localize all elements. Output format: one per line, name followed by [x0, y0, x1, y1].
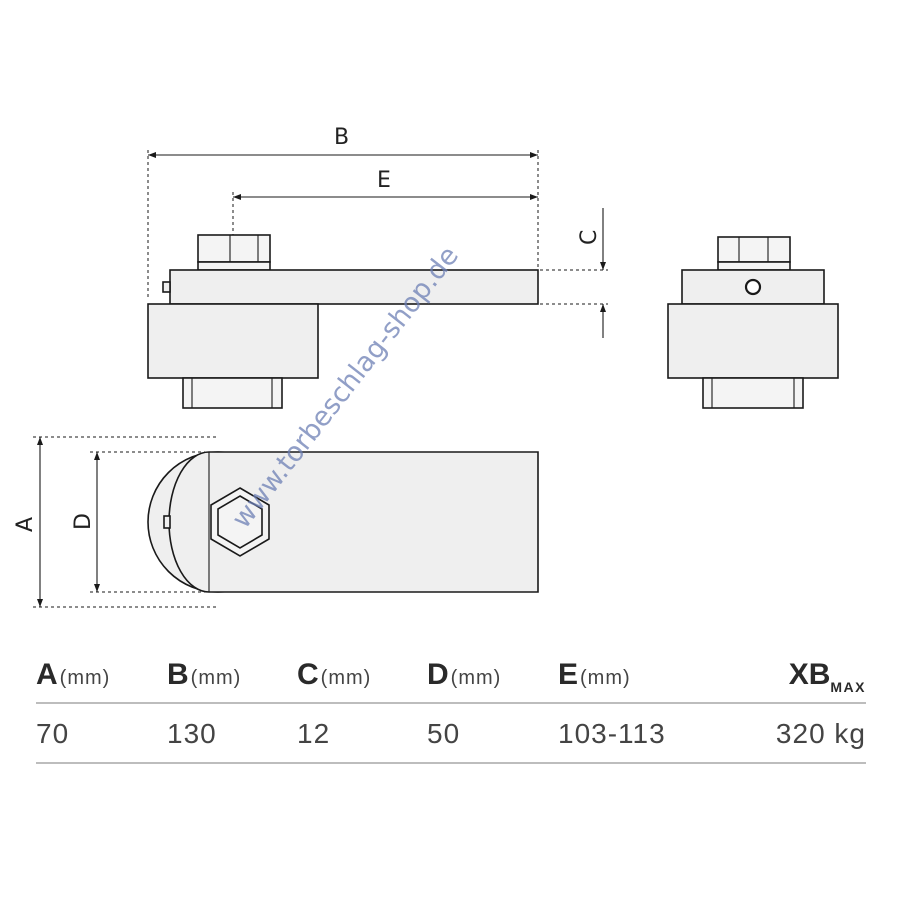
dim-label-c: C [577, 230, 602, 245]
top-view [147, 451, 539, 593]
side-nut [197, 234, 271, 263]
dimension-d: D [71, 451, 205, 593]
spec-header-row: A(mm) B(mm) C(mm) D(mm) E(mm) XBMAX [36, 650, 866, 704]
front-view [667, 236, 839, 409]
front-lower-hub [702, 377, 804, 409]
side-view [147, 234, 539, 409]
technical-drawing: B E C [13, 125, 839, 608]
front-nut [717, 236, 791, 263]
spec-header-e: E(mm) [558, 658, 631, 691]
dimension-b: B [147, 125, 539, 300]
side-roller-body [147, 303, 319, 379]
dim-label-e: E [377, 168, 391, 193]
spec-header-c: C(mm) [297, 658, 372, 691]
dim-label-a: A [13, 517, 38, 532]
spec-value-b: 130 [167, 718, 217, 749]
side-washer [197, 261, 271, 271]
spec-header-b: B(mm) [167, 658, 242, 691]
side-lower-hub [182, 377, 283, 409]
spec-value-c: 12 [297, 718, 331, 749]
dimension-e: E [232, 168, 538, 235]
front-pin-hole [744, 278, 762, 296]
spec-header-d: D(mm) [427, 658, 502, 691]
spec-value-row: 70 130 12 50 103-113 320 kg [36, 704, 866, 764]
spec-value-e: 103-113 [558, 718, 666, 749]
dim-label-d: D [71, 513, 96, 530]
dim-label-b: B [334, 125, 349, 150]
dimension-c: C [540, 208, 608, 338]
spec-header-xb-max: XBMAX [788, 658, 866, 695]
spec-value-a: 70 [36, 718, 70, 749]
front-roller-body [667, 303, 839, 379]
spec-value-xb-max: 320 kg [775, 718, 866, 749]
side-arm-plate [169, 269, 539, 305]
spec-value-d: 50 [427, 718, 461, 749]
spec-table: A(mm) B(mm) C(mm) D(mm) E(mm) XBMAX 70 1… [36, 650, 866, 764]
dimension-a: A [13, 436, 218, 608]
spec-header-a: A(mm) [36, 658, 111, 691]
